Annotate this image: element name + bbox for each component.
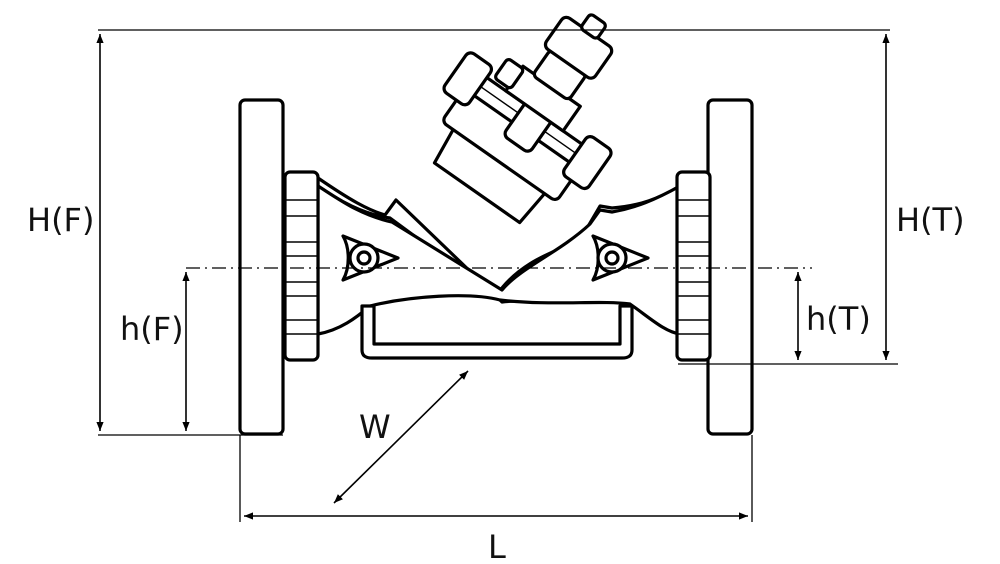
valve-body — [316, 176, 682, 360]
right-flange-plate — [706, 98, 754, 436]
right-flange-collar — [675, 170, 712, 362]
drain-channel — [360, 304, 634, 360]
label-axis-height-flange: h(F) — [120, 310, 184, 348]
left-collar-ribs — [286, 199, 317, 335]
extension-lines — [98, 29, 898, 522]
label-height-flange: H(F) — [27, 201, 94, 239]
left-test-port — [341, 234, 400, 282]
left-flange-plate — [238, 98, 285, 436]
label-height-thread: H(T) — [896, 201, 965, 239]
right-collar-ribs — [678, 199, 709, 335]
left-flange — [238, 98, 320, 436]
right-test-port — [591, 234, 650, 282]
left-flange-collar — [283, 170, 320, 362]
label-length: L — [488, 528, 506, 564]
label-width: W — [359, 408, 391, 446]
right-flange — [675, 98, 754, 436]
valve-bonnet — [432, 13, 614, 225]
label-axis-height-thread: h(T) — [806, 300, 871, 338]
dim-line-width — [333, 370, 469, 504]
body-bowl — [316, 184, 682, 336]
